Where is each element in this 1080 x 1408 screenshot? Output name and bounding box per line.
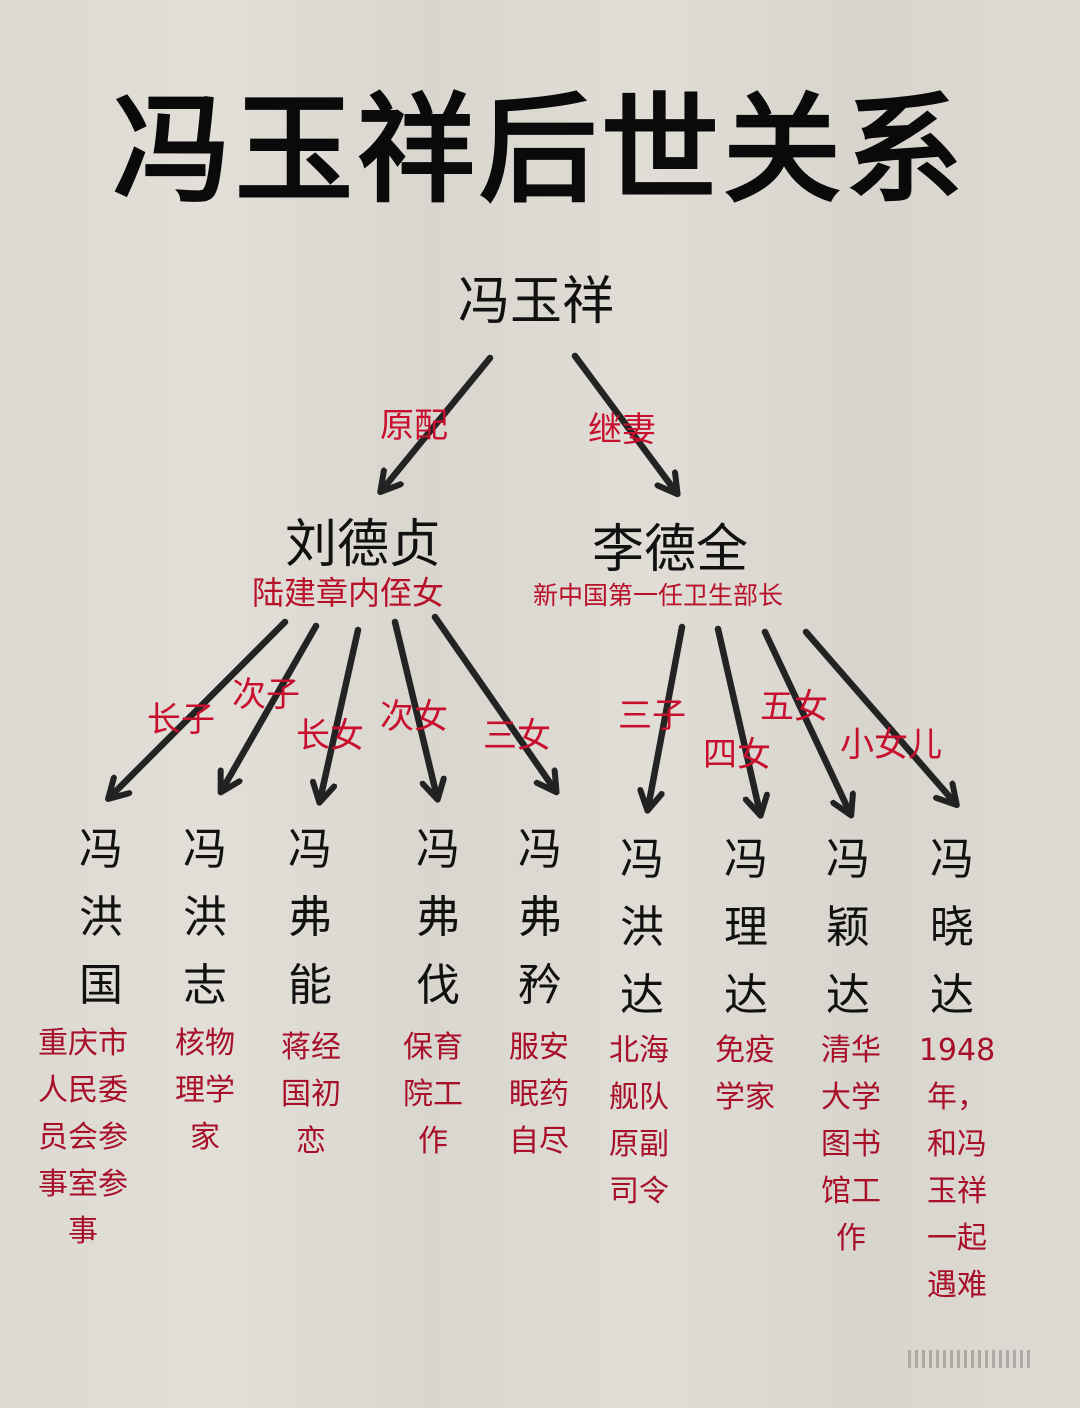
- arrow-root-to-lidequan: [571, 352, 676, 492]
- child-name: 冯弗能: [288, 824, 332, 1011]
- spouse-note: 陆建章内侄女: [252, 574, 445, 612]
- child-name: 冯晓达: [930, 834, 974, 1021]
- child-name: 冯理达: [724, 834, 768, 1021]
- child-name: 冯颖达: [826, 834, 870, 1021]
- watermark-bars: [908, 1350, 1058, 1370]
- arrow-to-child-6: [648, 623, 686, 808]
- child-relation-label: 次女: [380, 697, 448, 737]
- arrow-to-child-3: [320, 626, 362, 800]
- child-name: 冯洪志: [183, 824, 227, 1011]
- child-name: 冯洪达: [620, 834, 664, 1021]
- arrow-to-child-4: [391, 618, 437, 797]
- child-name: 冯弗矜: [518, 824, 562, 1011]
- arrow-to-child-9: [802, 628, 955, 803]
- spouse-name: 李德全: [592, 520, 749, 580]
- child-note: 保育院工作: [403, 1030, 463, 1159]
- page-title: 冯玉祥后世关系: [112, 81, 967, 219]
- child-note: 核物理学家: [175, 1026, 235, 1155]
- child-relation-label: 长女: [296, 716, 364, 756]
- arrow-root-to-liudezhen: [382, 354, 494, 490]
- child-relation-label: 长子: [147, 700, 215, 740]
- child-relation-label: 小女儿: [840, 725, 942, 765]
- child-note: 清华大学图书馆工作: [821, 1033, 881, 1256]
- arrow-to-child-7: [714, 625, 760, 813]
- child-note: 北海舰队原副司令: [609, 1033, 669, 1209]
- arrow-to-child-2: [222, 622, 320, 790]
- child-note: 重庆市人民委员会参事室参事: [38, 1026, 128, 1249]
- child-relation-label: 三女: [483, 716, 551, 756]
- spouse-note: 新中国第一任卫生部长: [533, 581, 784, 610]
- child-relation-label: 四女: [703, 735, 771, 775]
- child-note: 服安眠药自尽: [509, 1030, 569, 1159]
- child-relation-label: 次子: [232, 675, 300, 715]
- child-relation-label: 五女: [760, 687, 828, 727]
- arrow-to-child-1: [110, 618, 289, 797]
- child-name: 冯洪国: [79, 824, 123, 1011]
- child-note: 免疫学家: [715, 1033, 775, 1115]
- child-note: 蒋经国初恋: [281, 1030, 341, 1159]
- spouse-relation-label: 继妻: [588, 410, 656, 450]
- child-relation-label: 三子: [618, 696, 686, 736]
- root-name: 冯玉祥: [458, 272, 615, 332]
- arrow-to-child-8: [761, 628, 850, 813]
- spouse-relation-label: 原配: [380, 406, 448, 446]
- spouse-name: 刘德贞: [285, 515, 442, 575]
- arrow-to-child-5: [431, 613, 555, 790]
- child-name: 冯弗伐: [416, 824, 460, 1011]
